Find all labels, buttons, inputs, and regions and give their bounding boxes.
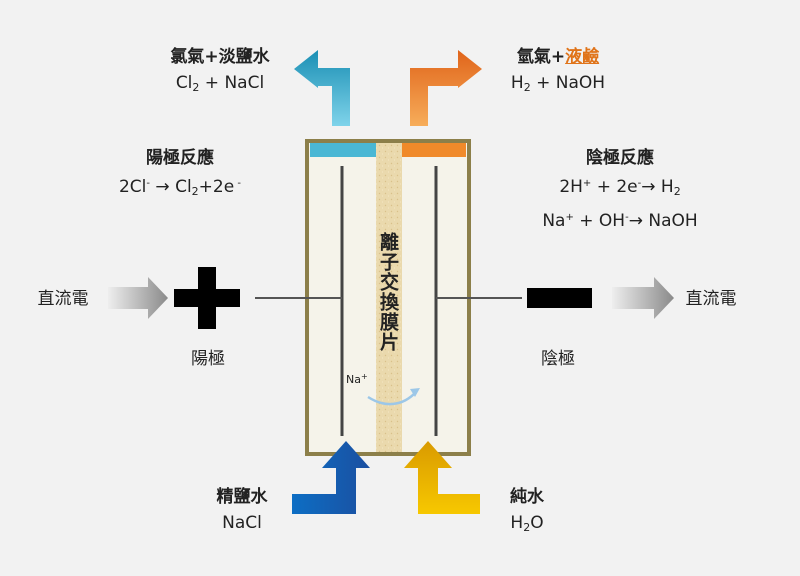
eq-part: +2e (198, 177, 235, 197)
eq-part: 2H (559, 177, 583, 197)
cathode-reaction-equation-2: Na+ + OH-→ NaOH (510, 205, 730, 234)
eq-part: → H (641, 177, 674, 197)
formula-part: O (530, 513, 544, 533)
anode-output-title: 氯氣+淡鹽水 (170, 47, 270, 67)
plus-icon (174, 267, 240, 329)
liquid-caustic-highlight: 液鹼 (565, 47, 600, 67)
water-input-label: 純水 H2O (492, 484, 562, 541)
cathode-label: 陰極 (541, 349, 575, 369)
formula-part: H (510, 513, 524, 533)
dc-right-arrow-icon (612, 277, 674, 319)
eq-sup: + (582, 178, 592, 189)
brine-input-label: 精鹽水 NaCl (202, 484, 282, 536)
cathode-output-label: 氫氣+液鹼 H2 + NaOH (488, 44, 628, 101)
cathode-output-gas: 氫氣+ (516, 47, 566, 67)
formula-sub: 2 (192, 81, 200, 94)
eq-part: → Cl (150, 177, 192, 197)
eq-part: 2Cl (118, 177, 147, 197)
brine-input-formula: NaCl (222, 513, 262, 533)
eq-part: → NaOH (628, 211, 698, 231)
anode-output-label: 氯氣+淡鹽水 Cl2 + NaCl (150, 44, 290, 101)
eq-part: Na (542, 211, 566, 231)
cathode-reaction-label: 陰極反應 2H+ + 2e-→ H2 Na+ + OH-→ NaOH (510, 145, 730, 234)
water-input-formula: H2O (492, 510, 562, 541)
sodium-migration-arrowhead-icon (410, 388, 420, 397)
cathode-outlet-bar (402, 143, 466, 157)
cathode-output-arrow-icon (410, 50, 482, 126)
eq-part: + OH (573, 211, 626, 231)
cathode-output-title: 氫氣+液鹼 (488, 44, 628, 70)
dc-right-label: 直流電 (685, 289, 737, 309)
dc-left-label: 直流電 (37, 289, 89, 309)
membrane-label: 離子交換膜片 (377, 232, 399, 352)
water-input-arrow-icon (404, 441, 480, 514)
ion-symbol: Na (346, 373, 361, 386)
formula-sub: 2 (523, 521, 531, 534)
formula-part: + NaCl (199, 73, 265, 93)
anode-outlet-bar (310, 143, 376, 157)
anode-output-formula: Cl2 + NaCl (150, 70, 290, 101)
eq-sup: - (625, 212, 629, 223)
minus-icon (527, 288, 592, 308)
formula-sub: 2 (523, 81, 531, 94)
eq-sup: + (565, 212, 574, 223)
sodium-migration-arrow-icon (367, 391, 417, 406)
formula-part: H (510, 73, 524, 93)
ion-charge: + (360, 372, 368, 381)
brine-input-arrow-icon (292, 441, 370, 514)
anode-reaction-equation: 2Cl- → Cl2+2e - (90, 171, 270, 205)
cathode-reaction-title: 陰極反應 (586, 148, 654, 168)
ion-exchange-membrane (376, 143, 402, 452)
eq-sup: - (637, 178, 642, 189)
eq-sub: 2 (673, 185, 681, 198)
cathode-reaction-equation-1: 2H+ + 2e-→ H2 (510, 171, 730, 205)
eq-sup: - (146, 178, 151, 189)
eq-sup: - (234, 178, 241, 189)
cathode-output-formula: H2 + NaOH (488, 70, 628, 101)
eq-sub: 2 (191, 185, 199, 198)
brine-input-title: 精鹽水 (216, 487, 268, 507)
anode-reaction-label: 陽極反應 2Cl- → Cl2+2e - (90, 145, 270, 205)
water-input-title: 純水 (510, 487, 544, 507)
dc-left-arrow-icon (108, 277, 168, 319)
eq-part: + 2e (591, 177, 638, 197)
formula-part: Cl (175, 73, 193, 93)
formula-part: + NaOH (530, 73, 606, 93)
anode-output-arrow-icon (294, 50, 350, 126)
sodium-ion-label: Na+ (346, 372, 368, 386)
anode-label: 陽極 (191, 349, 225, 369)
anode-reaction-title: 陽極反應 (146, 148, 214, 168)
